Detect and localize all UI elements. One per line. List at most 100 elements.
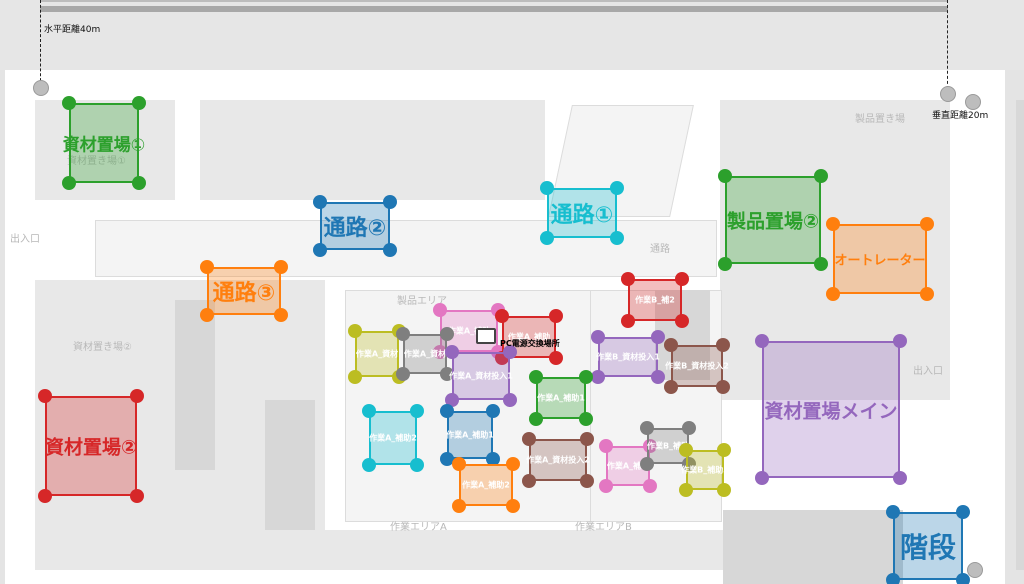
- pc-device-icon[interactable]: [476, 328, 496, 344]
- resize-handle[interactable]: [679, 483, 693, 497]
- resize-handle[interactable]: [200, 260, 214, 274]
- resize-handle[interactable]: [621, 314, 635, 328]
- measure-pin[interactable]: [967, 562, 983, 578]
- zone-small[interactable]: 作業A_補助1: [440, 404, 500, 466]
- resize-handle[interactable]: [826, 217, 840, 231]
- zone-material-1[interactable]: 資材置場①: [62, 96, 146, 190]
- resize-handle[interactable]: [682, 421, 696, 435]
- resize-handle[interactable]: [599, 439, 613, 453]
- resize-handle[interactable]: [643, 479, 657, 493]
- zone-small[interactable]: 作業A_資材投入2: [522, 432, 594, 488]
- resize-handle[interactable]: [956, 505, 970, 519]
- resize-handle[interactable]: [486, 452, 500, 466]
- resize-handle[interactable]: [664, 338, 678, 352]
- resize-handle[interactable]: [716, 380, 730, 394]
- resize-handle[interactable]: [886, 505, 900, 519]
- resize-handle[interactable]: [130, 489, 144, 503]
- resize-handle[interactable]: [643, 439, 657, 453]
- resize-handle[interactable]: [362, 404, 376, 418]
- resize-handle[interactable]: [132, 176, 146, 190]
- resize-handle[interactable]: [893, 471, 907, 485]
- resize-handle[interactable]: [274, 308, 288, 322]
- resize-handle[interactable]: [522, 432, 536, 446]
- resize-handle[interactable]: [503, 345, 517, 359]
- resize-handle[interactable]: [529, 370, 543, 384]
- resize-handle[interactable]: [580, 432, 594, 446]
- resize-handle[interactable]: [132, 96, 146, 110]
- resize-handle[interactable]: [579, 370, 593, 384]
- resize-handle[interactable]: [679, 443, 693, 457]
- resize-handle[interactable]: [893, 334, 907, 348]
- resize-handle[interactable]: [675, 314, 689, 328]
- resize-handle[interactable]: [445, 393, 459, 407]
- resize-handle[interactable]: [580, 474, 594, 488]
- measure-pin[interactable]: [33, 80, 49, 96]
- resize-handle[interactable]: [664, 380, 678, 394]
- resize-handle[interactable]: [529, 412, 543, 426]
- resize-handle[interactable]: [506, 499, 520, 513]
- resize-handle[interactable]: [920, 217, 934, 231]
- zone-small[interactable]: 作業B_資材投入1: [591, 330, 665, 384]
- resize-handle[interactable]: [440, 404, 454, 418]
- resize-handle[interactable]: [410, 404, 424, 418]
- zone-passage-1[interactable]: 通路①: [540, 181, 624, 245]
- measure-pin[interactable]: [965, 94, 981, 110]
- resize-handle[interactable]: [522, 474, 536, 488]
- resize-handle[interactable]: [717, 443, 731, 457]
- zone-small[interactable]: 作業A_補助2: [362, 404, 424, 472]
- resize-handle[interactable]: [486, 404, 500, 418]
- resize-handle[interactable]: [651, 330, 665, 344]
- zone-material-2[interactable]: 資材置場②: [38, 389, 144, 503]
- resize-handle[interactable]: [814, 257, 828, 271]
- zone-small[interactable]: 作業A_補助2: [452, 457, 520, 513]
- resize-handle[interactable]: [718, 257, 732, 271]
- resize-handle[interactable]: [495, 309, 509, 323]
- resize-handle[interactable]: [640, 457, 654, 471]
- resize-handle[interactable]: [274, 260, 288, 274]
- resize-handle[interactable]: [651, 370, 665, 384]
- resize-handle[interactable]: [452, 499, 466, 513]
- resize-handle[interactable]: [540, 231, 554, 245]
- resize-handle[interactable]: [62, 96, 76, 110]
- resize-handle[interactable]: [826, 287, 840, 301]
- zone-passage-2[interactable]: 通路②: [313, 195, 397, 257]
- resize-handle[interactable]: [716, 338, 730, 352]
- zone-small[interactable]: 作業B_資材投入2: [664, 338, 730, 394]
- resize-handle[interactable]: [440, 327, 454, 341]
- measure-pin[interactable]: [940, 86, 956, 102]
- resize-handle[interactable]: [591, 330, 605, 344]
- resize-handle[interactable]: [130, 389, 144, 403]
- zone-passage-3[interactable]: 通路③: [200, 260, 288, 322]
- zone-small[interactable]: 作業A_補助1: [529, 370, 593, 426]
- resize-handle[interactable]: [610, 231, 624, 245]
- resize-handle[interactable]: [682, 457, 696, 471]
- resize-handle[interactable]: [549, 351, 563, 365]
- resize-handle[interactable]: [440, 452, 454, 466]
- resize-handle[interactable]: [610, 181, 624, 195]
- zone-small[interactable]: 作業B_補2: [621, 272, 689, 328]
- resize-handle[interactable]: [383, 243, 397, 257]
- resize-handle[interactable]: [540, 181, 554, 195]
- resize-handle[interactable]: [591, 370, 605, 384]
- resize-handle[interactable]: [755, 471, 769, 485]
- zone-small[interactable]: 作業A_資材投入1: [445, 345, 517, 407]
- resize-handle[interactable]: [599, 479, 613, 493]
- resize-handle[interactable]: [38, 389, 52, 403]
- resize-handle[interactable]: [452, 457, 466, 471]
- zone-small[interactable]: 作業A_資材: [396, 327, 454, 381]
- zone-product-2[interactable]: 製品置場②: [718, 169, 828, 271]
- resize-handle[interactable]: [313, 243, 327, 257]
- resize-handle[interactable]: [62, 176, 76, 190]
- resize-handle[interactable]: [313, 195, 327, 209]
- resize-handle[interactable]: [579, 412, 593, 426]
- resize-handle[interactable]: [433, 303, 447, 317]
- resize-handle[interactable]: [396, 367, 410, 381]
- resize-handle[interactable]: [675, 272, 689, 286]
- resize-handle[interactable]: [640, 421, 654, 435]
- resize-handle[interactable]: [503, 393, 517, 407]
- resize-handle[interactable]: [383, 195, 397, 209]
- zone-material-main[interactable]: 資材置場メイン: [755, 334, 907, 485]
- zone-small[interactable]: 作業B_補助3: [679, 443, 731, 497]
- resize-handle[interactable]: [755, 334, 769, 348]
- resize-handle[interactable]: [348, 370, 362, 384]
